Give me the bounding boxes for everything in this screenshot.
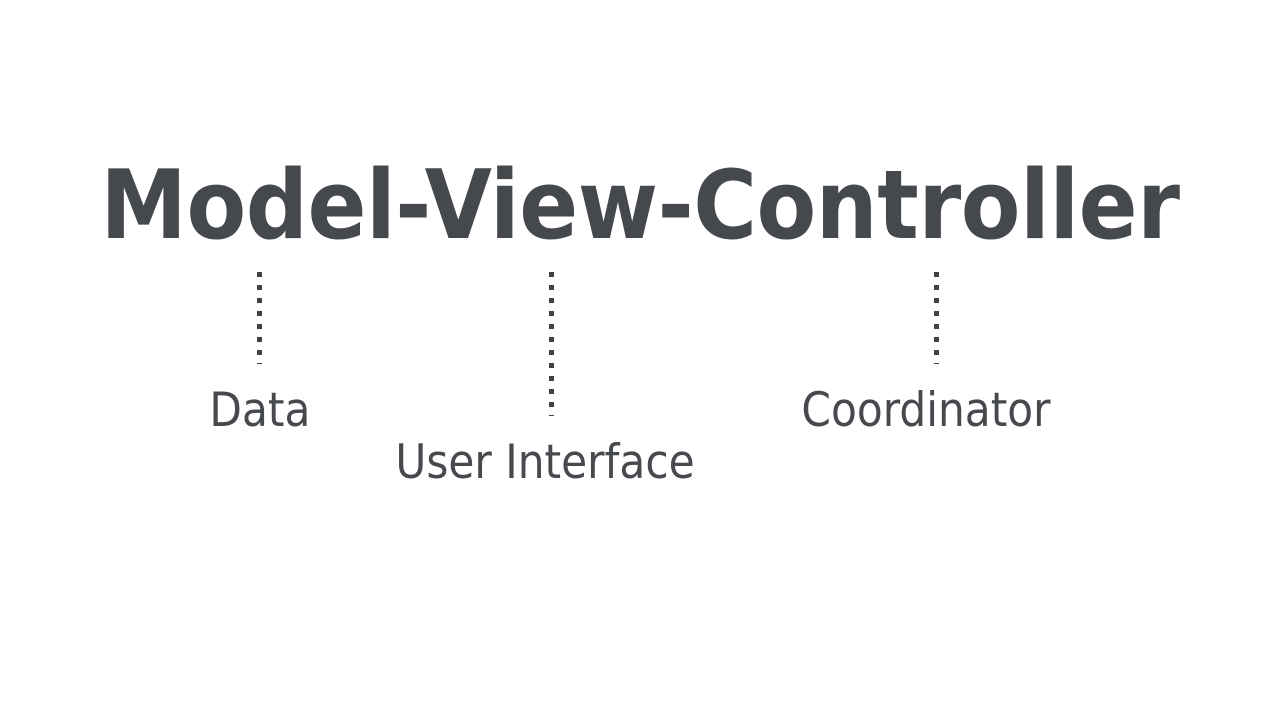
label-controller-meaning: Coordinator (801, 383, 1051, 438)
connector-line-model (257, 272, 262, 364)
label-view-meaning: User Interface (395, 435, 695, 490)
connector-line-view (549, 272, 554, 416)
page-title: Model-View-Controller (100, 151, 1180, 261)
label-model-meaning: Data (209, 383, 311, 438)
connector-line-controller (934, 272, 939, 364)
